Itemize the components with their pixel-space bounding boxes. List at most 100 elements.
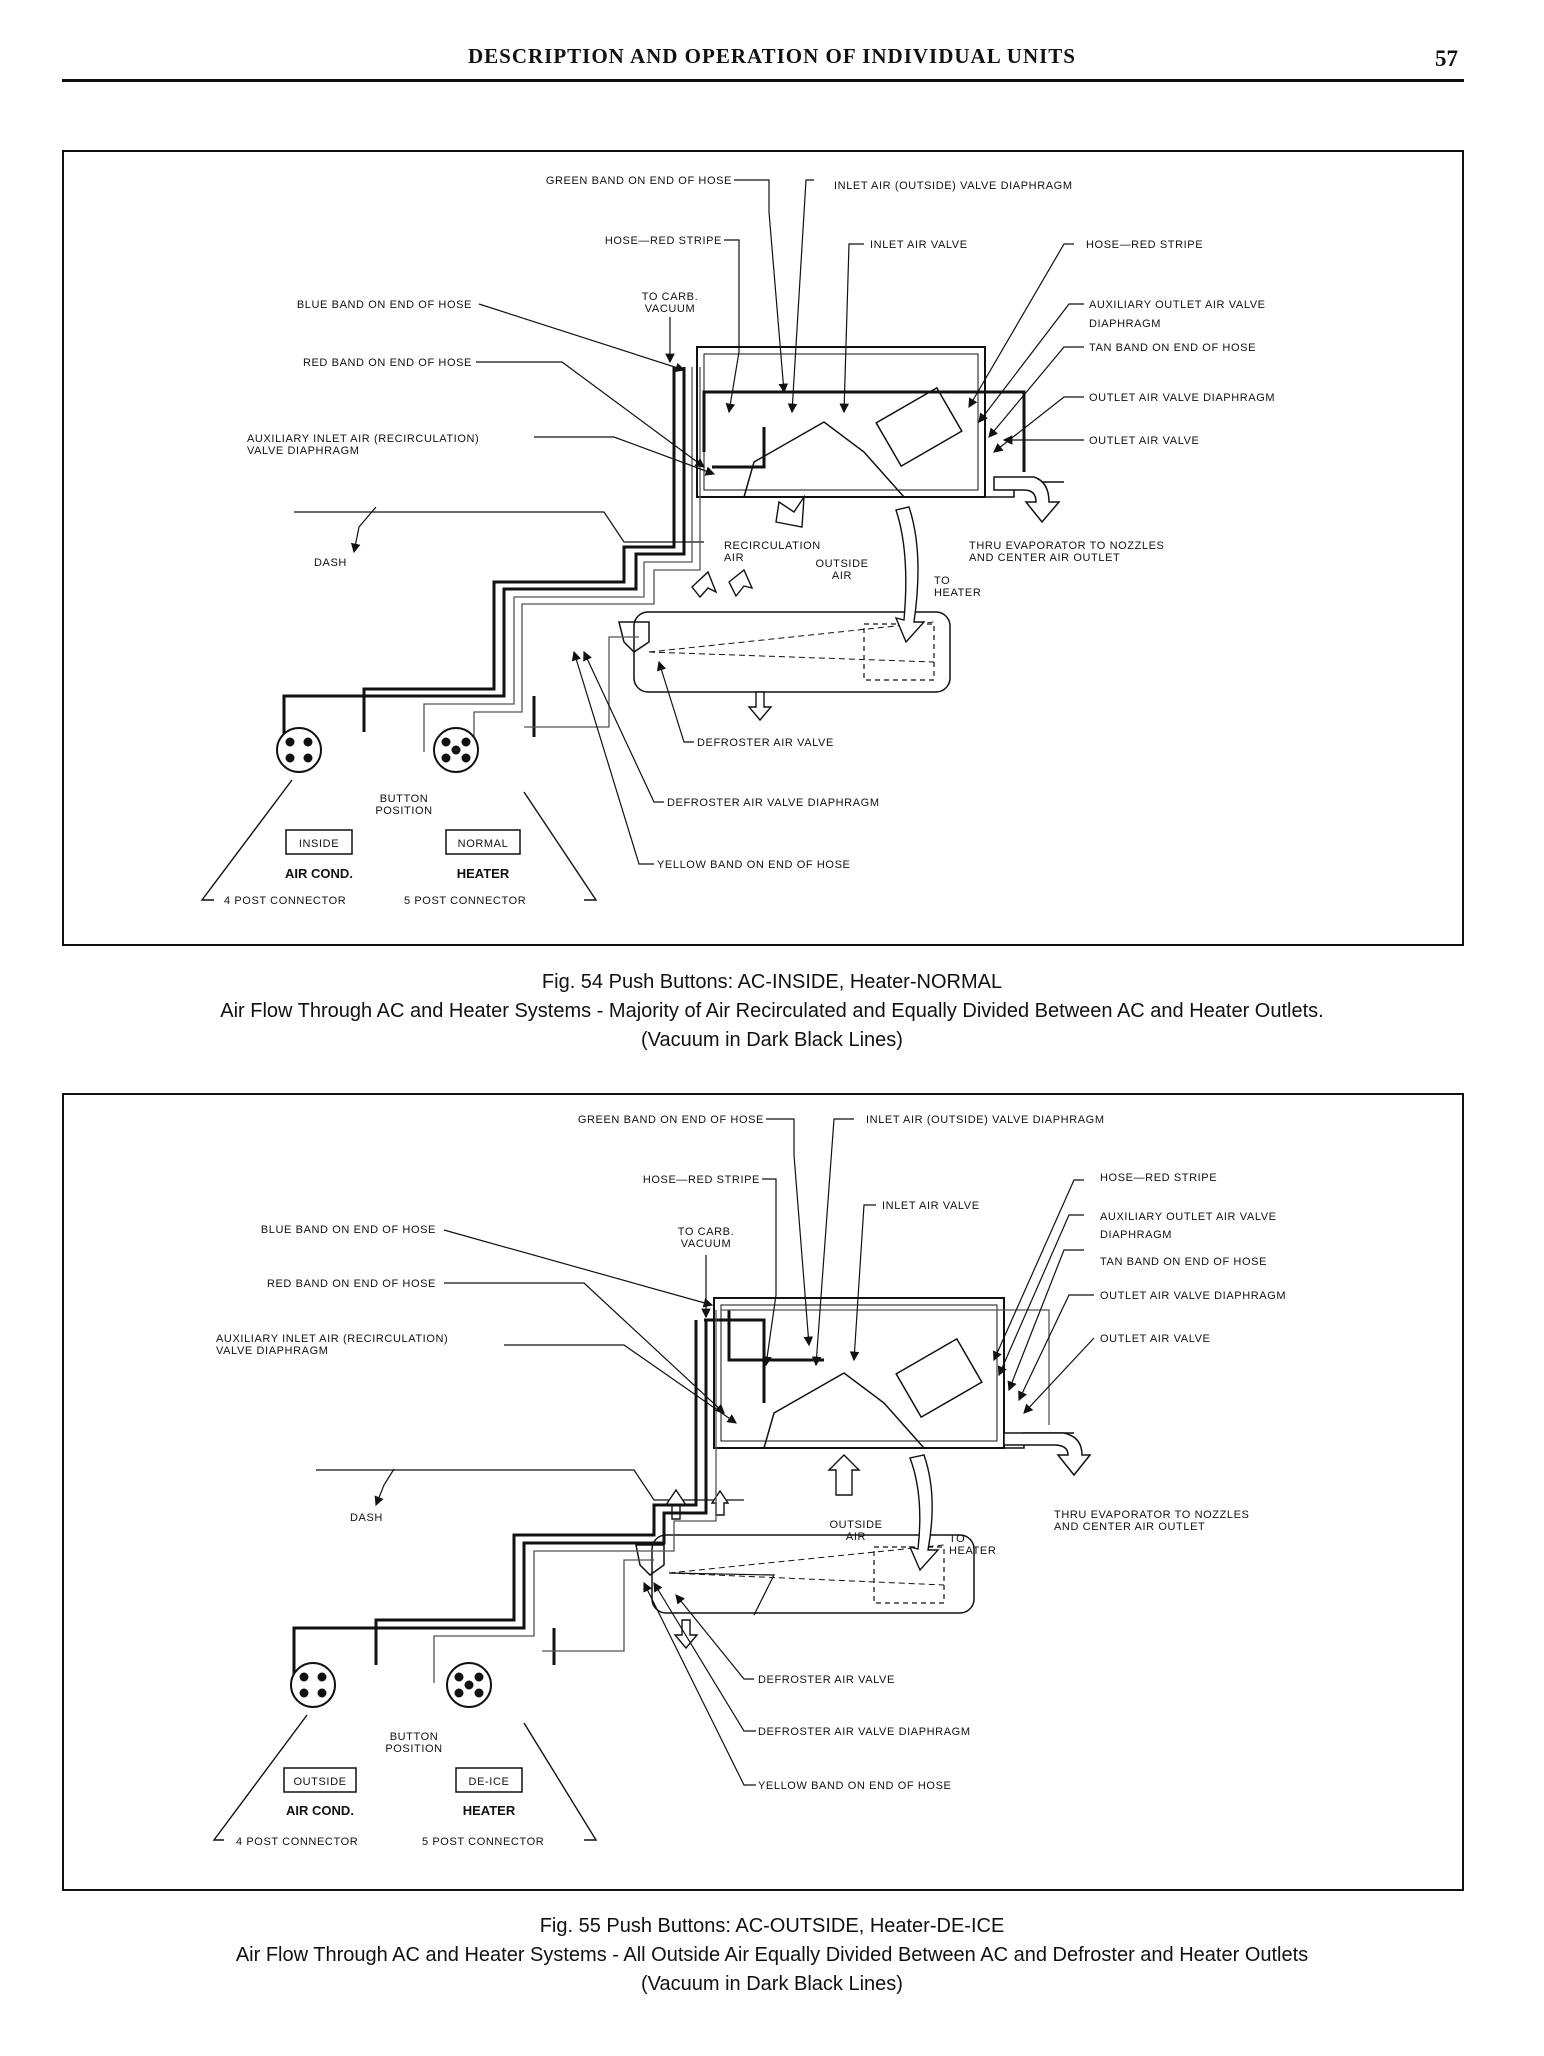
label-air-cond: AIR COND.: [286, 1803, 354, 1818]
button-box-ac: [283, 1767, 357, 1793]
label-button-2: POSITION: [375, 805, 432, 817]
label-air-cond: AIR COND.: [285, 866, 353, 881]
dash-line: [294, 511, 704, 543]
label-inlet-diaphragm: INLET AIR (OUTSIDE) VALVE DIAPHRAGM: [866, 1114, 1105, 1126]
label-inlet-diaphragm: INLET AIR (OUTSIDE) VALVE DIAPHRAGM: [834, 180, 1073, 192]
label-tan-band: TAN BAND ON END OF HOSE: [1100, 1256, 1267, 1268]
label-carb-1: TO CARB.: [642, 291, 699, 303]
label-aux-inlet-1: AUXILIARY INLET AIR (RECIRCULATION): [247, 433, 479, 445]
label-defroster-diaphragm: DEFROSTER AIR VALVE DIAPHRAGM: [758, 1726, 971, 1738]
label-to-heater-2: HEATER: [934, 587, 981, 599]
label-aux-inlet-2: VALVE DIAPHRAGM: [247, 445, 360, 457]
air-flow-arrows: [691, 494, 926, 722]
label-blue-band: BLUE BAND ON END OF HOSE: [261, 1224, 436, 1236]
button-box-heater: [445, 829, 521, 855]
label-button-2: POSITION: [385, 1743, 442, 1755]
label-green-band: GREEN BAND ON END OF HOSE: [546, 175, 732, 187]
label-green-band: GREEN BAND ON END OF HOSE: [578, 1114, 764, 1126]
header-rule: [62, 79, 1464, 82]
label-outlet-valve: OUTLET AIR VALVE: [1089, 435, 1199, 447]
label-yellow-band: YELLOW BAND ON END OF HOSE: [657, 859, 850, 871]
figure-54-caption: Fig. 54 Push Buttons: AC-INSIDE, Heater-…: [0, 968, 1544, 1055]
figure-55-svg: GREEN BAND ON END OF HOSE INLET AIR (OUT…: [212, 1114, 1286, 1848]
label-aux-outlet-1: AUXILIARY OUTLET AIR VALVE: [1100, 1211, 1277, 1223]
label-post5: 5 POST CONNECTOR: [422, 1836, 544, 1848]
label-blue-band: BLUE BAND ON END OF HOSE: [297, 299, 472, 311]
label-post5: 5 POST CONNECTOR: [404, 895, 526, 907]
label-hose-red-right: HOSE—RED STRIPE: [1100, 1172, 1217, 1184]
label-btn-ac: OUTSIDE: [293, 1776, 346, 1788]
figure-54-caption-note: (Vacuum in Dark Black Lines): [641, 1029, 903, 1051]
figure-55-caption-note: (Vacuum in Dark Black Lines): [641, 1973, 903, 1995]
connector-bracket: [200, 779, 598, 901]
label-aux-inlet-2: VALVE DIAPHRAGM: [216, 1345, 329, 1357]
label-to-heater-1: TO: [934, 575, 950, 587]
label-thru-2: AND CENTER AIR OUTLET: [1054, 1521, 1205, 1533]
label-outside-1: OUTSIDE: [815, 558, 868, 570]
label-outside-2: AIR: [832, 570, 852, 582]
label-dash: DASH: [314, 557, 347, 569]
label-btn-heater: NORMAL: [458, 838, 509, 850]
figure-55-caption-body: Air Flow Through AC and Heater Systems -…: [235, 1944, 1309, 1966]
outlet-air-arrow: [993, 476, 1061, 524]
label-thru-1: THRU EVAPORATOR TO NOZZLES: [969, 540, 1165, 552]
outlet-air-arrow: [1003, 1432, 1092, 1477]
page-number: 57: [1435, 46, 1458, 71]
label-outlet-diaphragm: OUTLET AIR VALVE DIAPHRAGM: [1089, 392, 1275, 404]
label-carb-2: VACUUM: [681, 1238, 731, 1250]
label-hose-red-right: HOSE—RED STRIPE: [1086, 239, 1203, 251]
atmosphere-lines: [423, 367, 701, 757]
label-outlet-valve: OUTLET AIR VALVE: [1100, 1333, 1210, 1345]
button-box-ac: [285, 829, 353, 855]
figure-54-diagram: GREEN BAND ON END OF HOSE INLET AIR (OUT…: [62, 150, 1464, 946]
label-yellow-band: YELLOW BAND ON END OF HOSE: [758, 1780, 951, 1792]
duct-housing: [696, 346, 1064, 498]
label-outside-1: OUTSIDE: [829, 1519, 882, 1531]
label-defroster-valve: DEFROSTER AIR VALVE: [758, 1674, 895, 1686]
connector-5-post: [433, 727, 479, 773]
vacuum-lines: [282, 367, 1026, 760]
label-tan-band: TAN BAND ON END OF HOSE: [1089, 342, 1256, 354]
label-button-1: BUTTON: [390, 1731, 439, 1743]
label-post4: 4 POST CONNECTOR: [236, 1836, 358, 1848]
duct-housing: [713, 1297, 1074, 1449]
figure-55-caption-title: Fig. 55 Push Buttons: AC-OUTSIDE, Heater…: [539, 1915, 1005, 1937]
heater-case: [635, 1534, 975, 1616]
label-aux-outlet-2: DIAPHRAGM: [1100, 1229, 1172, 1241]
label-defroster-valve: DEFROSTER AIR VALVE: [697, 737, 834, 749]
label-hose-red-left: HOSE—RED STRIPE: [605, 235, 722, 247]
vacuum-lines: [292, 1310, 824, 1690]
label-red-band: RED BAND ON END OF HOSE: [267, 1278, 436, 1290]
label-heater: HEATER: [457, 866, 510, 881]
label-defroster-diaphragm: DEFROSTER AIR VALVE DIAPHRAGM: [667, 797, 880, 809]
label-recirculation-1: RECIRCULATION: [724, 540, 821, 552]
leader-lines: [350, 179, 1084, 865]
label-carb-2: VACUUM: [645, 303, 695, 315]
figure-54-caption-body: Air Flow Through AC and Heater Systems -…: [220, 1000, 1324, 1022]
label-recirculation-2: AIR: [724, 552, 744, 564]
figure-54-caption-title: Fig. 54 Push Buttons: AC-INSIDE, Heater-…: [541, 971, 1003, 993]
button-box-heater: [455, 1767, 523, 1793]
dash-line: [316, 1469, 744, 1501]
label-dash: DASH: [350, 1512, 383, 1524]
label-aux-outlet-2: DIAPHRAGM: [1089, 318, 1161, 330]
label-red-band: RED BAND ON END OF HOSE: [303, 357, 472, 369]
page-header-title: DESCRIPTION AND OPERATION OF INDIVIDUAL …: [467, 44, 1076, 68]
label-inlet-valve: INLET AIR VALVE: [882, 1200, 980, 1212]
label-to-heater-1: TO: [949, 1533, 965, 1545]
label-outlet-diaphragm: OUTLET AIR VALVE DIAPHRAGM: [1100, 1290, 1286, 1302]
label-post4: 4 POST CONNECTOR: [224, 895, 346, 907]
figure-54-svg: GREEN BAND ON END OF HOSE INLET AIR (OUT…: [200, 175, 1275, 907]
label-button-1: BUTTON: [380, 793, 429, 805]
label-thru-2: AND CENTER AIR OUTLET: [969, 552, 1120, 564]
label-btn-ac: INSIDE: [299, 838, 339, 850]
connector-4-post: [290, 1662, 336, 1708]
label-aux-outlet-1: AUXILIARY OUTLET AIR VALVE: [1089, 299, 1266, 311]
figure-55-caption: Fig. 55 Push Buttons: AC-OUTSIDE, Heater…: [0, 1912, 1544, 1999]
heater-case: [618, 611, 951, 693]
connector-bracket: [212, 1714, 598, 1841]
label-to-heater-2: HEATER: [949, 1545, 996, 1557]
label-thru-1: THRU EVAPORATOR TO NOZZLES: [1054, 1509, 1250, 1521]
connector-5-post: [446, 1662, 492, 1708]
figure-55-diagram: GREEN BAND ON END OF HOSE INLET AIR (OUT…: [62, 1093, 1464, 1891]
